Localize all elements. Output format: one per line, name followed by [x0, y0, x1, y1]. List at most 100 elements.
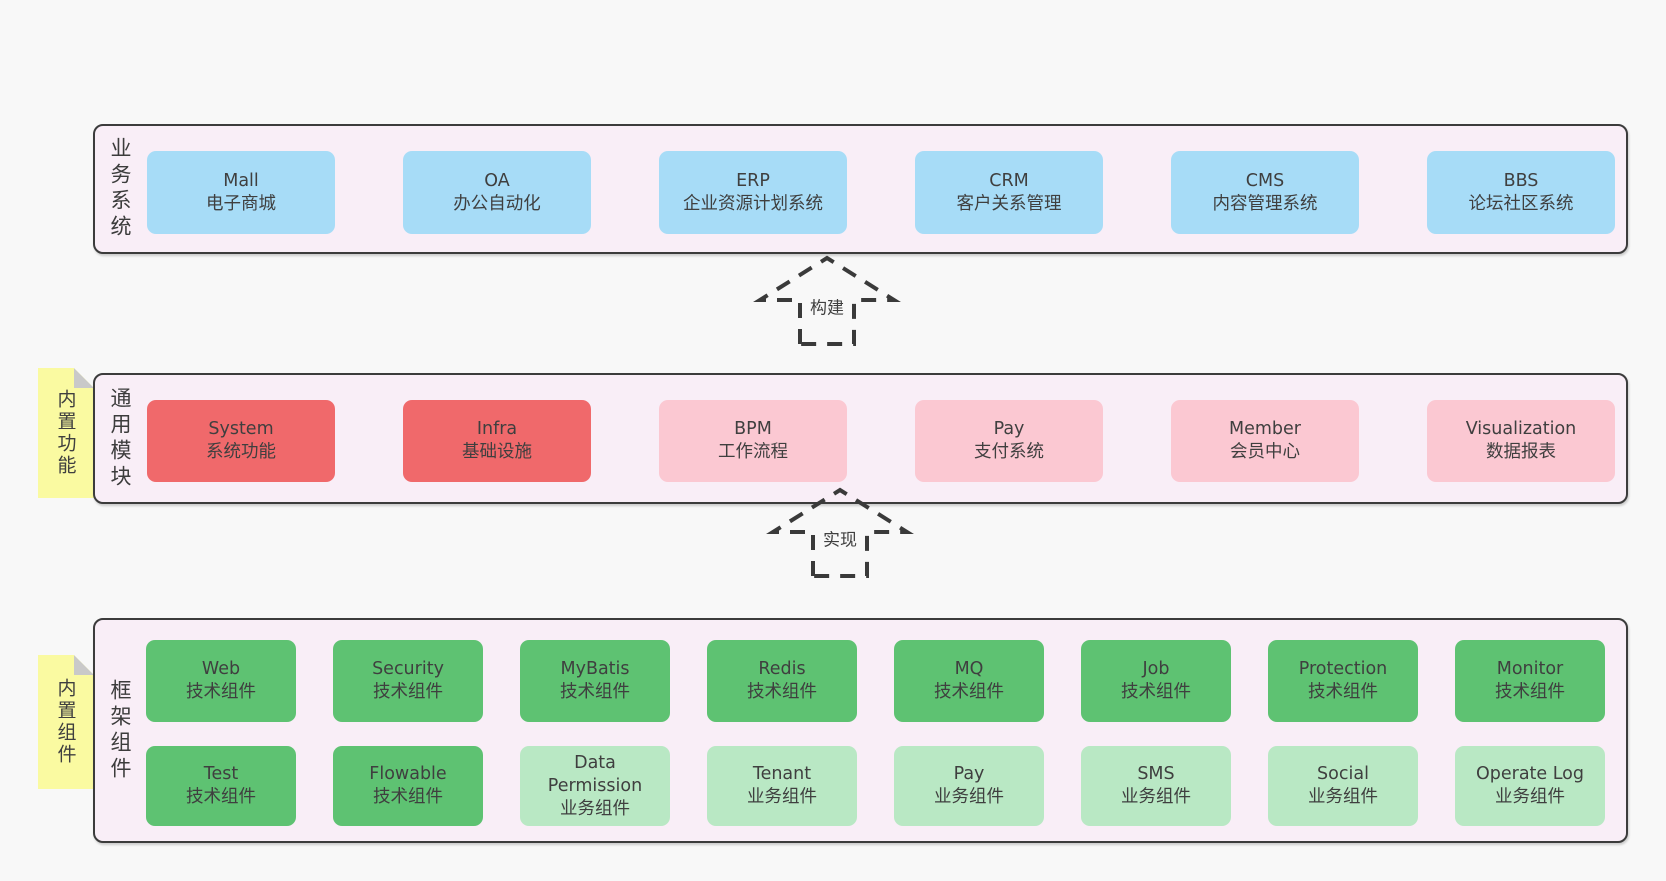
band-business-systems: 业务系统 Mall 电子商城 OA 办公自动化 ERP 企业资源计划系统 CRM… — [93, 124, 1628, 254]
band-label-common-modules: 通用模块 — [108, 386, 132, 491]
box-web: Web 技术组件 — [146, 640, 296, 722]
box-bpm: BPM 工作流程 — [659, 400, 847, 482]
box-en: Protection — [1298, 659, 1388, 679]
box-zh: 电子商城 — [206, 193, 276, 214]
box-en: ERP — [736, 170, 770, 191]
box-en: Data Permission — [547, 752, 643, 796]
box-zh: 基础设施 — [462, 442, 532, 462]
box-pay: Pay 支付系统 — [915, 400, 1103, 482]
box-redis: Redis 技术组件 — [707, 640, 857, 722]
sticky-note-label: 内置组件 — [54, 678, 77, 766]
box-flowable: Flowable 技术组件 — [333, 746, 483, 826]
box-pay-business: Pay 业务组件 — [894, 746, 1044, 826]
box-zh: 工作流程 — [718, 442, 788, 462]
box-member: Member 会员中心 — [1171, 400, 1359, 482]
folded-corner-icon — [74, 368, 94, 388]
sticky-note-built-in-components: 内置组件 — [38, 655, 94, 789]
box-zh: 技术组件 — [373, 682, 443, 702]
box-infra: Infra 基础设施 — [403, 400, 591, 482]
box-en: Redis — [758, 659, 806, 679]
box-en: Monitor — [1496, 659, 1564, 679]
box-zh: 数据报表 — [1486, 442, 1556, 462]
box-en: BBS — [1503, 170, 1539, 191]
box-zh: 系统功能 — [206, 442, 276, 462]
box-zh: 业务组件 — [1495, 787, 1565, 807]
box-operate-log: Operate Log 业务组件 — [1455, 746, 1605, 826]
box-zh: 业务组件 — [560, 798, 630, 819]
box-en: Member — [1229, 419, 1301, 439]
box-en: Job — [1142, 659, 1170, 679]
box-zh: 业务组件 — [1121, 787, 1191, 807]
box-zh: 支付系统 — [974, 442, 1044, 462]
sticky-note-built-in-features: 内置功能 — [38, 368, 94, 498]
box-en: Visualization — [1465, 419, 1577, 439]
box-social: Social 业务组件 — [1268, 746, 1418, 826]
box-zh: 技术组件 — [1308, 682, 1378, 702]
box-en: CMS — [1245, 170, 1285, 191]
build-arrow: 构建 — [752, 254, 902, 348]
box-oa: OA 办公自动化 — [403, 151, 591, 234]
implement-arrow-label: 实现 — [819, 524, 861, 552]
box-mybatis: MyBatis 技术组件 — [520, 640, 670, 722]
box-mall: Mall 电子商城 — [147, 151, 335, 234]
band-label-business-systems: 业务系统 — [108, 137, 132, 241]
box-en: Pay — [953, 764, 985, 784]
box-en: MQ — [954, 659, 984, 679]
box-zh: 技术组件 — [1121, 682, 1191, 702]
box-en: CRM — [989, 170, 1029, 191]
box-en: System — [208, 419, 274, 439]
box-sms: SMS 业务组件 — [1081, 746, 1231, 826]
box-monitor: Monitor 技术组件 — [1455, 640, 1605, 722]
box-data-permission: Data Permission 业务组件 — [520, 746, 670, 826]
box-zh: 企业资源计划系统 — [683, 193, 823, 214]
box-en: Security — [372, 659, 444, 679]
box-zh: 技术组件 — [186, 682, 256, 702]
box-visualization: Visualization 数据报表 — [1427, 400, 1615, 482]
box-en: Tenant — [752, 764, 812, 784]
box-zh: 技术组件 — [560, 682, 630, 702]
box-en: BPM — [734, 419, 772, 439]
box-protection: Protection 技术组件 — [1268, 640, 1418, 722]
up-block-arrow-icon — [753, 255, 901, 346]
band-common-modules: 通用模块 System 系统功能 Infra 基础设施 BPM 工作流程 Pay… — [93, 373, 1628, 504]
box-test: Test 技术组件 — [146, 746, 296, 826]
box-zh: 技术组件 — [373, 787, 443, 807]
box-en: Operate Log — [1475, 764, 1585, 784]
box-en: Flowable — [369, 764, 447, 784]
box-erp: ERP 企业资源计划系统 — [659, 151, 847, 234]
box-zh: 论坛社区系统 — [1468, 193, 1574, 214]
band-framework-components: 框架组件 Web 技术组件 Security 技术组件 MyBatis 技术组件… — [93, 618, 1628, 843]
box-zh: 客户关系管理 — [956, 193, 1062, 214]
box-en: Mall — [223, 170, 259, 191]
box-en: Web — [201, 659, 241, 679]
up-block-arrow-icon — [766, 487, 914, 578]
box-zh: 会员中心 — [1230, 442, 1300, 462]
box-mq: MQ 技术组件 — [894, 640, 1044, 722]
box-zh: 技术组件 — [934, 682, 1004, 702]
box-job: Job 技术组件 — [1081, 640, 1231, 722]
box-en: Social — [1317, 764, 1369, 784]
box-en: Test — [203, 764, 239, 784]
box-zh: 办公自动化 — [453, 193, 541, 214]
sticky-note-label: 内置功能 — [54, 389, 77, 477]
implement-arrow: 实现 — [765, 486, 915, 580]
box-zh: 业务组件 — [747, 787, 817, 807]
box-zh: 业务组件 — [934, 787, 1004, 807]
box-bbs: BBS 论坛社区系统 — [1427, 151, 1615, 234]
box-zh: 内容管理系统 — [1212, 193, 1318, 214]
box-zh: 技术组件 — [1495, 682, 1565, 702]
box-en: OA — [484, 170, 510, 191]
box-en: Infra — [476, 419, 518, 439]
box-zh: 技术组件 — [186, 787, 256, 807]
box-zh: 技术组件 — [747, 682, 817, 702]
box-security: Security 技术组件 — [333, 640, 483, 722]
box-zh: 业务组件 — [1308, 787, 1378, 807]
build-arrow-label: 构建 — [806, 292, 848, 320]
band-label-framework-components: 框架组件 — [108, 678, 132, 783]
box-en: Pay — [993, 419, 1025, 439]
box-en: MyBatis — [560, 659, 630, 679]
folded-corner-icon — [74, 655, 94, 675]
box-system: System 系统功能 — [147, 400, 335, 482]
box-tenant: Tenant 业务组件 — [707, 746, 857, 826]
